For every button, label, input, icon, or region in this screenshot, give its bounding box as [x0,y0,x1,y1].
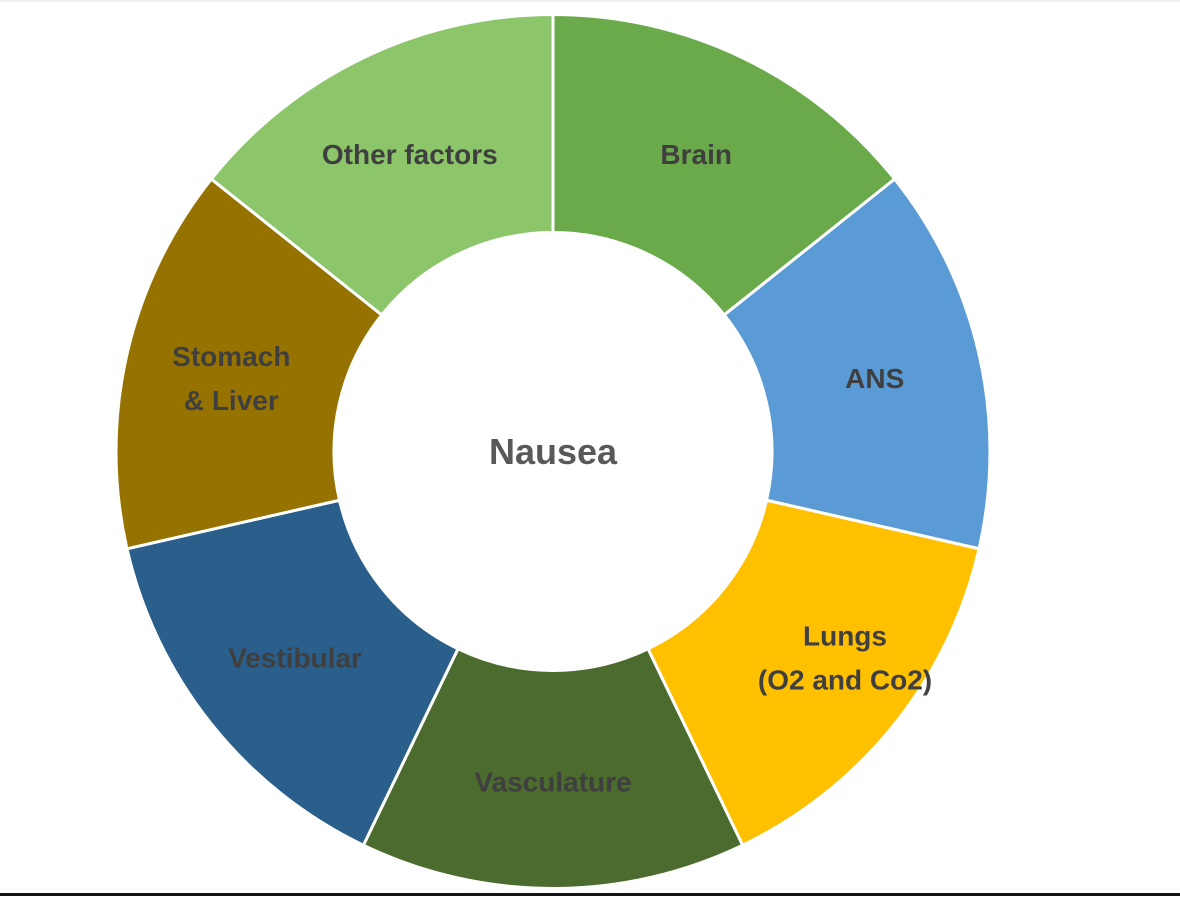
segment-label-other-factors: Other factors [322,139,498,170]
donut-segments [114,13,992,890]
segment-ans [722,177,992,551]
segment-label-vestibular: Vestibular [228,642,362,673]
page-top-edge [0,0,1180,2]
donut-center-label: Nausea [489,431,618,472]
page-bottom-rule [0,893,1180,896]
segment-label-ans: ANS [845,363,904,394]
segment-label-brain: Brain [660,139,732,170]
segment-label-stomach-liver: Stomach& Liver [172,341,290,416]
segment-lungs-o2-and-co2 [646,498,981,847]
segment-label-vasculature: Vasculature [474,767,631,798]
segment-other-factors [209,13,555,317]
segment-brain [551,13,897,317]
segment-vestibular [125,498,460,847]
segment-vasculature [361,647,745,890]
segment-stomach-liver [114,177,384,551]
segment-label-lungs-o2-and-co2: Lungs(O2 and Co2) [758,620,932,695]
